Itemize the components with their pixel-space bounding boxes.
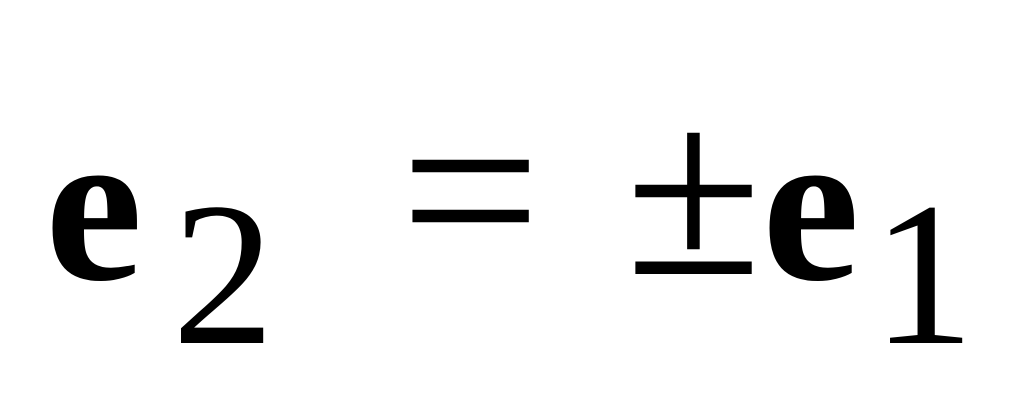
plus-minus-sign: ± xyxy=(625,52,763,329)
rhs-subscript: 1 xyxy=(872,161,975,388)
equals-sign: = xyxy=(400,52,541,329)
lhs-subscript: 2 xyxy=(172,161,275,388)
rhs-vector-symbol: e xyxy=(762,83,860,327)
lhs-vector-symbol: e xyxy=(45,83,143,327)
